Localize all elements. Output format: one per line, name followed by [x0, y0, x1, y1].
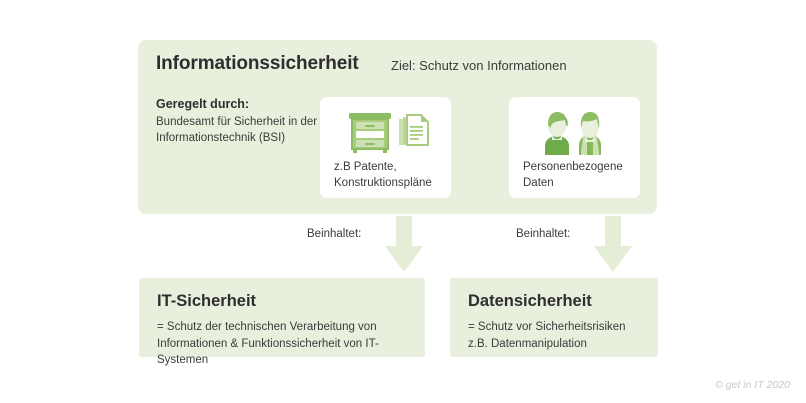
card-personal-data: Personenbezogene Daten: [509, 97, 640, 198]
box-data-security-body: = Schutz vor Sicherheitsrisiken z.B. Dat…: [468, 321, 626, 350]
regulated-by-block: Geregelt durch: Bundesamt für Sicherheit…: [156, 97, 336, 147]
regulated-by-body: Bundesamt für Sicherheit in der Informat…: [156, 116, 318, 145]
card-patents: z.B Patente, Konstruktionspläne: [320, 97, 451, 198]
two-people-icon: [509, 107, 640, 159]
filing-cabinet-documents-icon: [320, 107, 451, 159]
card-patents-label: z.B Patente, Konstruktionspläne: [334, 161, 432, 190]
information-security-panel: Informationssicherheit Ziel: Schutz von …: [138, 40, 657, 214]
connector-label-right: Beinhaltet:: [516, 228, 571, 240]
box-it-security-title: IT-Sicherheit: [157, 292, 257, 310]
box-data-security: Datensicherheit = Schutz vor Sicherheits…: [450, 278, 658, 357]
arrow-down-icon-right: [592, 216, 634, 274]
card-personal-data-label: Personenbezogene Daten: [523, 161, 623, 190]
footer-credit: © get in IT 2020: [715, 379, 790, 391]
regulated-by-heading: Geregelt durch:: [156, 97, 250, 111]
arrow-down-icon-left: [383, 216, 425, 274]
panel-goal-text: Ziel: Schutz von Informationen: [391, 58, 567, 73]
box-it-security: IT-Sicherheit = Schutz der technischen V…: [139, 278, 425, 366]
box-data-security-title: Datensicherheit: [468, 292, 592, 310]
connector-label-left: Beinhaltet:: [307, 228, 362, 240]
box-it-security-body: = Schutz der technischen Verarbeitung vo…: [157, 321, 379, 367]
page-title: Informationssicherheit: [156, 53, 359, 74]
